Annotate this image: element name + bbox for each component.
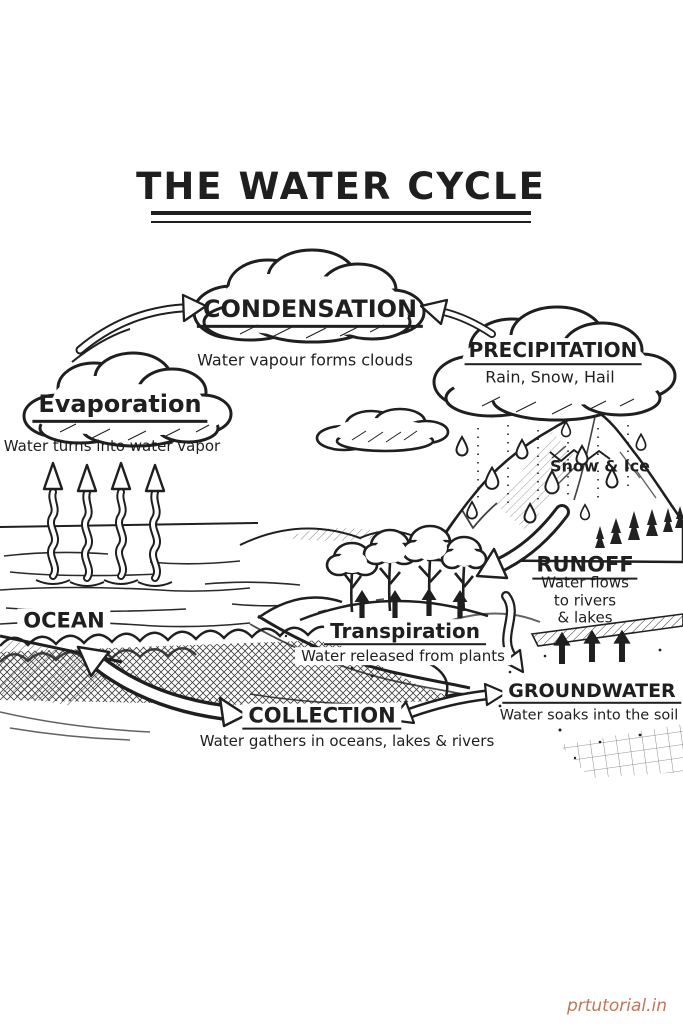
precipitation-cloud: [432, 305, 677, 422]
runoff-arrow: [475, 504, 570, 580]
groundwater-arrows: [553, 629, 631, 664]
collection-label: COLLECTION: [242, 703, 402, 730]
watermark: prtutorial.in: [566, 996, 667, 1016]
title-underline: [151, 211, 531, 223]
groundwater-label: GROUNDWATER: [502, 679, 682, 704]
precipitation-label: PRECIPITATION: [464, 338, 642, 366]
condensation-label: CONDENSATION: [196, 294, 424, 328]
ocean-label: OCEAN: [17, 608, 111, 634]
transpiration-label: Transpiration: [324, 619, 486, 646]
groundwater-description: Water soaks into the soil: [493, 707, 683, 724]
vegetation: [257, 524, 489, 622]
rain: [455, 420, 647, 524]
tree-trunks: [341, 559, 475, 613]
snow-ice-label: Snow & Ice: [549, 456, 651, 476]
page-title: THE WATER CYCLE: [136, 165, 546, 209]
transpiration-arrows: [354, 588, 468, 618]
soil-grid: [558, 724, 683, 778]
tree-canopies: [325, 524, 488, 577]
rain-drops: [455, 420, 647, 524]
collection-description: Water gathers in oceans, lakes & rivers: [193, 732, 501, 751]
condensation-description: Water vapour forms clouds: [197, 350, 413, 370]
evaporation-vapor-arrows: [35, 461, 173, 587]
evaporation-cloud: [22, 351, 233, 448]
precipitation-to-condensation-arrow: [419, 298, 496, 338]
condensation-cloud: [192, 248, 426, 344]
runoff-label: RUNOFF: [532, 552, 638, 580]
evaporation-label: Evaporation: [32, 389, 208, 423]
small-cloud: [315, 407, 450, 453]
evaporation-description: Water turns into water vapor: [3, 437, 221, 456]
precipitation-description: Rain, Snow, Hail: [485, 367, 615, 387]
conifer-trees: [595, 506, 683, 548]
transpiration-description: Water released from plants: [295, 647, 511, 666]
collection-groundwater-arrow: [389, 682, 508, 725]
ocean-floor-arrow: [76, 645, 248, 728]
evaporation-to-condensation-arrow: [71, 293, 208, 363]
runoff-description: Water flows to rivers & lakes: [541, 573, 629, 627]
